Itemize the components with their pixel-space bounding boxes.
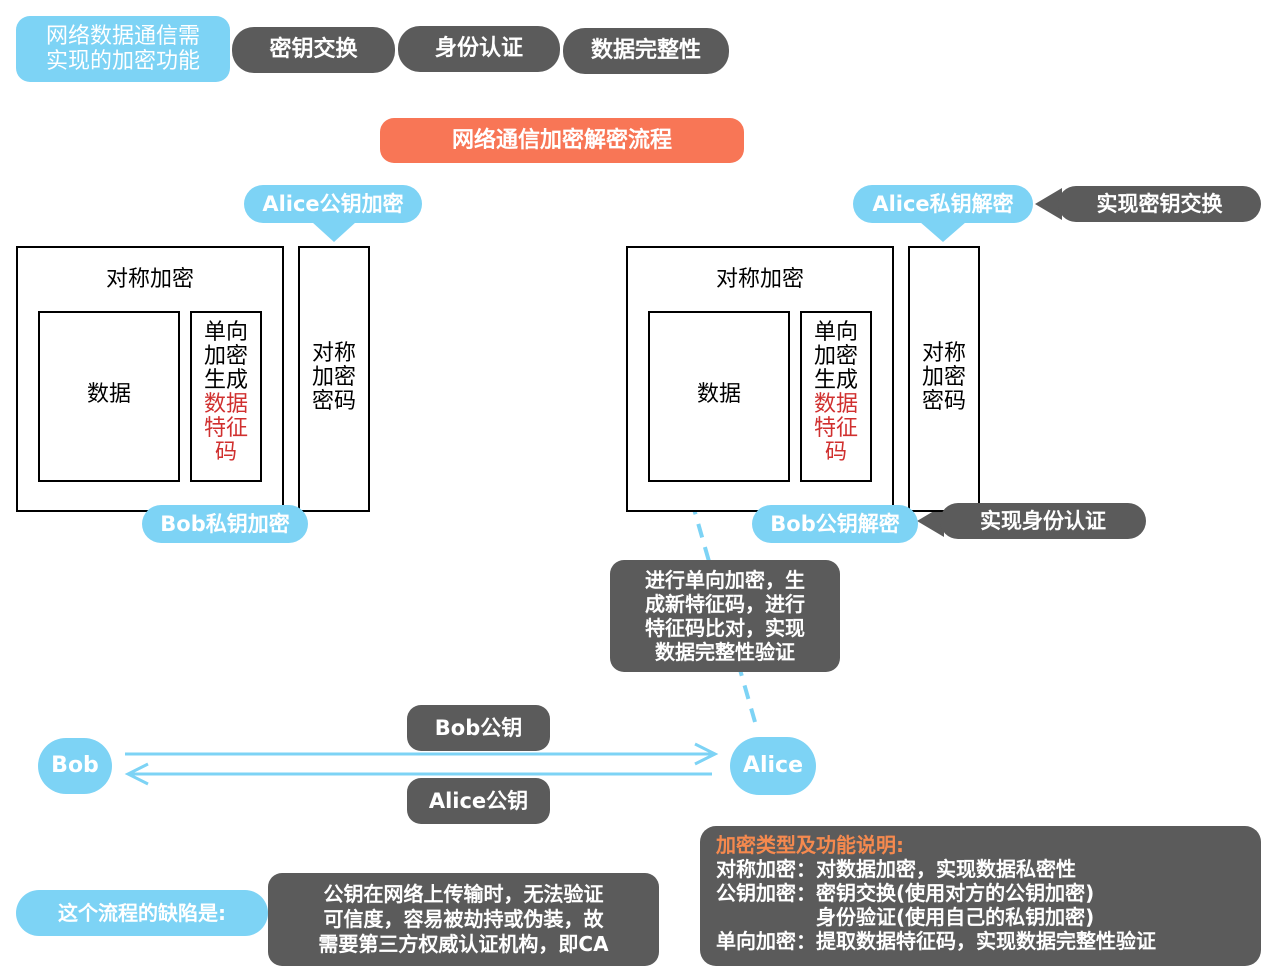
left-hash-line-2: 加密 — [203, 344, 248, 369]
right-hash-red-1: 数据 — [813, 392, 858, 417]
verify-note-line-2: 成新特征码，进行 — [645, 592, 805, 616]
diagram-title: 网络通信加密解密流程 — [380, 118, 744, 163]
left-hash-red-1: 数据 — [203, 392, 248, 417]
right-key-line-2: 加密 — [921, 365, 966, 390]
right-key-line-3: 密码 — [921, 389, 966, 414]
right-data-label: 数据 — [696, 382, 741, 407]
left-bottom-callout: Bob私钥加密 — [142, 505, 308, 543]
left-symmetric-label: 对称加密 — [105, 267, 194, 292]
left-hash-red-2: 特征 — [203, 416, 248, 441]
left-hash-red-3: 码 — [214, 440, 237, 465]
defect-note: 公钥在网络上传输时，无法验证 可信度，容易被劫持或伪装，故 需要第三方权威认证机… — [268, 873, 659, 966]
right-top-callout-pointer — [920, 222, 966, 242]
left-symmetric-box: 对称加密 数据 单向 加密 生成 数据 特征 码 — [16, 246, 284, 512]
right-hash-text: 单向 加密 生成 数据 特征 码 — [802, 321, 870, 465]
left-data-label: 数据 — [86, 382, 131, 407]
right-bottom-callout: Bob公钥解密 — [752, 505, 918, 543]
defect-label: 这个流程的缺陷是: — [16, 890, 268, 936]
legend-title: 加密类型及功能说明: — [716, 833, 904, 857]
left-hash-line-1: 单向 — [203, 320, 248, 345]
left-key-line-3: 密码 — [311, 389, 356, 414]
alice-node: Alice — [730, 737, 816, 795]
bob-node: Bob — [38, 738, 112, 794]
verify-note-line-4: 数据完整性验证 — [655, 640, 795, 664]
right-hash-red-2: 特征 — [813, 416, 858, 441]
legend-line-2: 公钥加密：密钥交换(使用对方的公钥加密) — [716, 881, 1095, 905]
right-hash-box: 单向 加密 生成 数据 特征 码 — [800, 311, 872, 482]
feature-key-exchange: 密钥交换 — [232, 27, 395, 73]
verify-dashed-line — [688, 494, 757, 723]
feature-authentication: 身份认证 — [398, 26, 560, 72]
right-hash-line-3: 生成 — [813, 368, 858, 393]
right-hash-line-2: 加密 — [813, 344, 858, 369]
feature-integrity: 数据完整性 — [563, 28, 729, 74]
right-key-box: 对称 加密 密码 — [908, 246, 980, 512]
left-key-line-2: 加密 — [311, 365, 356, 390]
left-key-box: 对称 加密 密码 — [298, 246, 370, 512]
right-symmetric-label: 对称加密 — [715, 267, 804, 292]
left-hash-text: 单向 加密 生成 数据 特征 码 — [192, 321, 260, 465]
verify-note-line-3: 特征码比对，实现 — [645, 616, 805, 640]
left-key-text: 对称 加密 密码 — [300, 342, 368, 414]
left-hash-line-3: 生成 — [203, 368, 248, 393]
auth-note-pointer — [917, 505, 944, 537]
right-key-line-1: 对称 — [921, 341, 966, 366]
defect-line-3: 需要第三方权威认证机构，即CA — [318, 932, 609, 956]
right-hash-line-1: 单向 — [813, 320, 858, 345]
legend-panel: 加密类型及功能说明: 对称加密：对数据加密，实现数据私密性 公钥加密：密钥交换(… — [700, 826, 1261, 966]
right-data-box: 数据 — [648, 311, 790, 482]
verify-note-line-1: 进行单向加密，生 — [645, 568, 805, 592]
right-symmetric-box: 对称加密 数据 单向 加密 生成 数据 特征 码 — [626, 246, 894, 512]
bob-pubkey-label: Bob公钥 — [407, 705, 550, 751]
left-data-box: 数据 — [38, 311, 180, 482]
auth-note: 实现身份认证 — [940, 503, 1146, 539]
key-exchange-note: 实现密钥交换 — [1058, 186, 1261, 222]
right-key-text: 对称 加密 密码 — [910, 342, 978, 414]
legend-line-3: 身份验证(使用自己的私钥加密) — [716, 905, 1095, 929]
summary-line-1: 网络数据通信需 — [45, 23, 200, 49]
legend-line-1: 对称加密：对数据加密，实现数据私密性 — [716, 857, 1076, 881]
left-top-callout: Alice公钥加密 — [244, 185, 422, 223]
right-top-callout: Alice私钥解密 — [853, 185, 1033, 223]
summary-line-2: 实现的加密功能 — [45, 49, 200, 74]
verify-note: 进行单向加密，生 成新特征码，进行 特征码比对，实现 数据完整性验证 — [610, 560, 840, 672]
alice-pubkey-label: Alice公钥 — [407, 778, 550, 824]
right-hash-red-3: 码 — [824, 440, 847, 465]
defect-line-1: 公钥在网络上传输时，无法验证 — [323, 882, 604, 906]
left-key-line-1: 对称 — [311, 341, 356, 366]
defect-line-2: 可信度，容易被劫持或伪装，故 — [323, 907, 604, 931]
legend-line-4: 单向加密：提取数据特征码，实现数据完整性验证 — [716, 929, 1156, 953]
key-exchange-note-pointer — [1035, 188, 1062, 220]
left-hash-box: 单向 加密 生成 数据 特征 码 — [190, 311, 262, 482]
left-top-callout-pointer — [312, 222, 356, 242]
summary-badge: 网络数据通信需 实现的加密功能 — [16, 16, 230, 82]
